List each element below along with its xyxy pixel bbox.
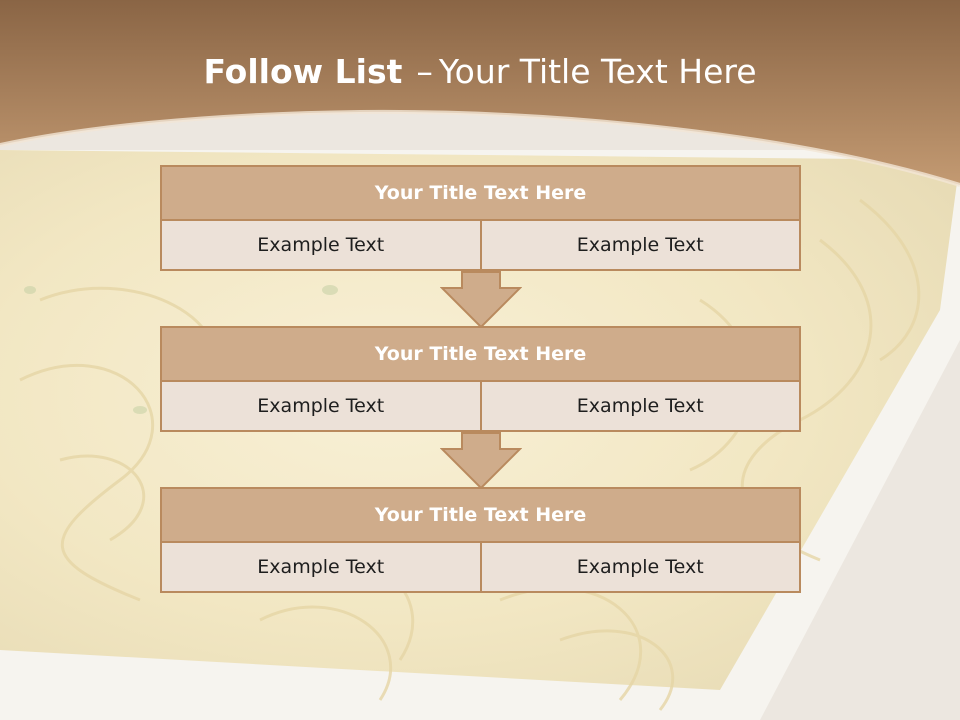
down-arrow-icon: [440, 271, 522, 329]
slide-title-rest: Your Title Text Here: [438, 52, 757, 91]
block-cell-right: Example Text: [481, 382, 801, 432]
slide-title: Follow List–Your Title Text Here: [0, 52, 960, 91]
list-block-3: Your Title Text Here Example Text Exampl…: [160, 487, 801, 593]
block-cell-left: Example Text: [160, 382, 482, 432]
block-title: Your Title Text Here: [160, 487, 801, 543]
down-arrow-icon: [440, 432, 522, 490]
block-row: Example Text Example Text: [160, 382, 801, 432]
list-block-1: Your Title Text Here Example Text Exampl…: [160, 165, 801, 271]
block-cell-right: Example Text: [481, 221, 801, 271]
slide-title-bold: Follow List: [203, 52, 403, 91]
block-cell-right: Example Text: [481, 543, 801, 593]
block-row: Example Text Example Text: [160, 221, 801, 271]
block-cell-left: Example Text: [160, 543, 482, 593]
block-title: Your Title Text Here: [160, 326, 801, 382]
list-block-2: Your Title Text Here Example Text Exampl…: [160, 326, 801, 432]
block-row: Example Text Example Text: [160, 543, 801, 593]
block-title: Your Title Text Here: [160, 165, 801, 221]
title-separator: –: [416, 52, 433, 91]
block-cell-left: Example Text: [160, 221, 482, 271]
